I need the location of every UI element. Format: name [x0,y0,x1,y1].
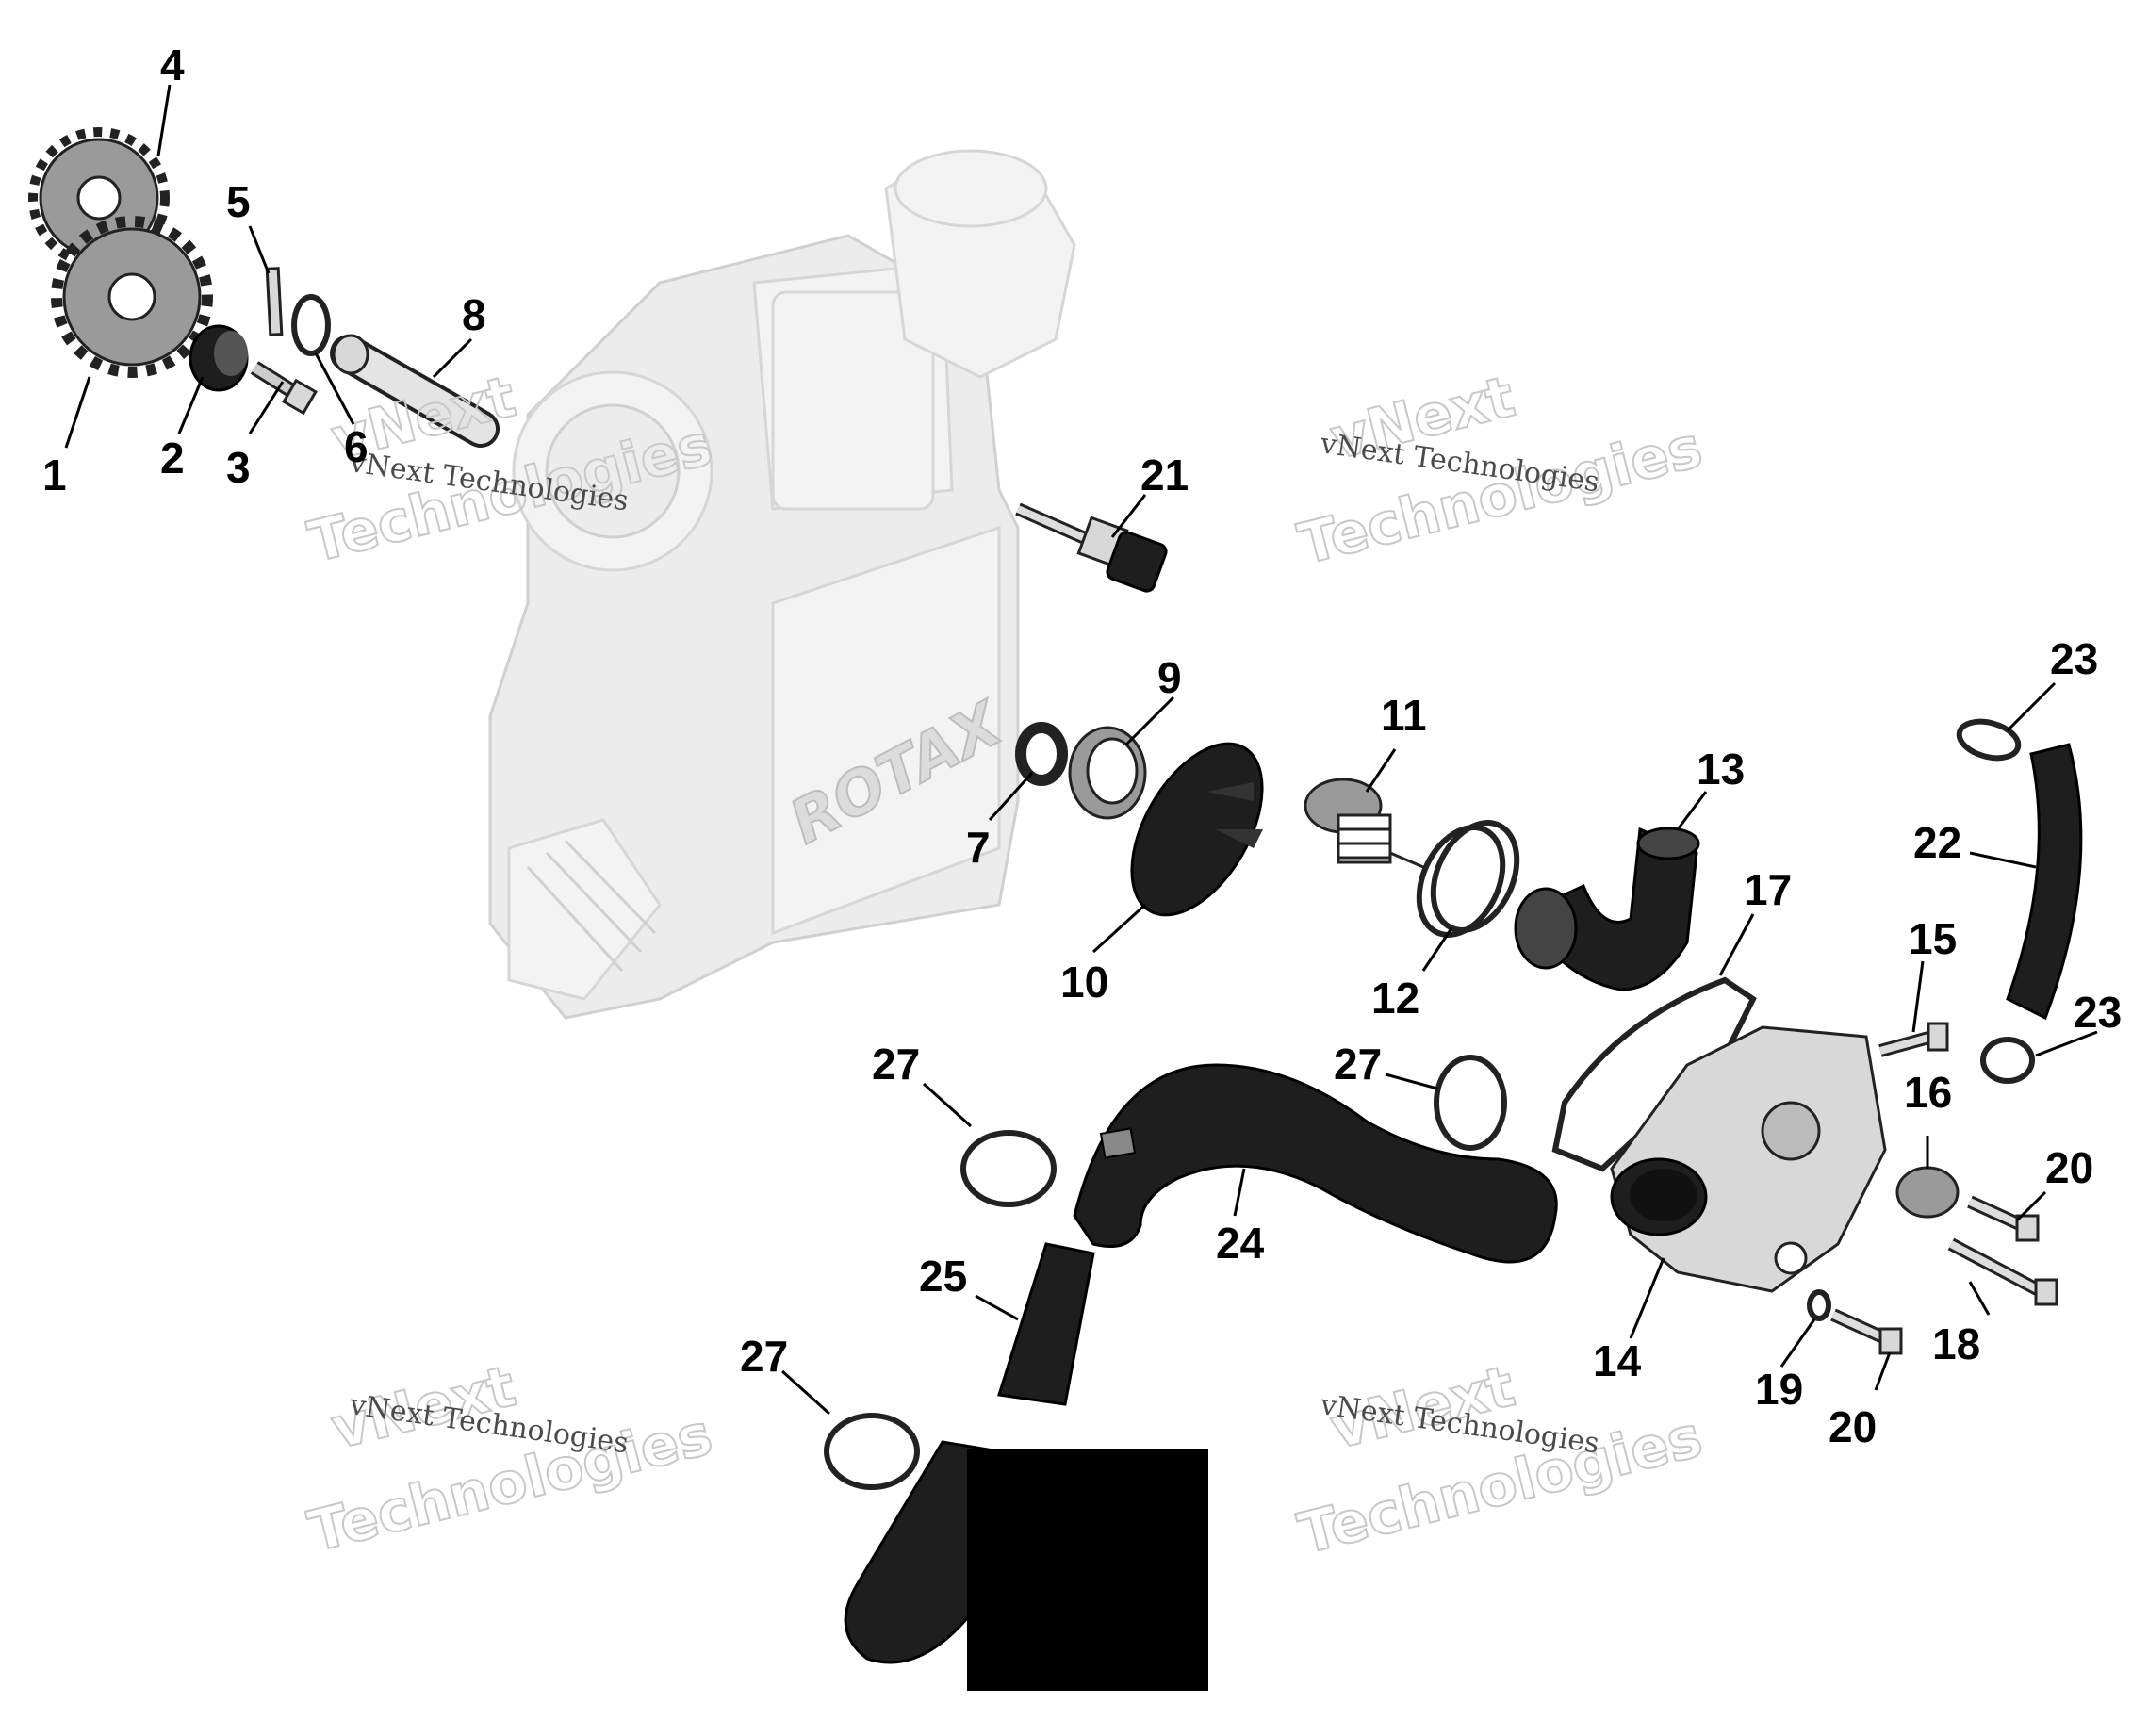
washer-19 [1807,1289,1831,1321]
callout-labels: 1 2 3 4 5 6 7 8 9 10 11 12 13 14 15 16 1… [42,41,2122,1451]
washer-6 [291,294,331,356]
impeller-10 [1130,742,1264,917]
o-ring-12 [1416,820,1520,938]
callout-4: 4 [160,41,185,90]
callout-19: 19 [1755,1365,1803,1414]
bushing-16 [1895,1166,1960,1219]
callout-27-bottom: 27 [740,1332,788,1381]
hose-clamp-23-top [1956,718,2022,762]
hose-clamp-27-middle [1434,1055,1507,1151]
callout-15: 15 [1909,914,1957,963]
callout-23-top: 23 [2050,634,2098,683]
hose-24 [1073,1063,1558,1264]
callout-3: 3 [226,443,251,492]
gear-1 [51,216,213,378]
callout-9: 9 [1157,653,1182,702]
callout-25: 25 [919,1252,967,1301]
callout-16: 16 [1904,1068,1952,1117]
callout-22: 22 [1913,818,1961,867]
callout-20-upper: 20 [2045,1143,2093,1192]
gasket-17 [1551,976,1757,1172]
callout-18: 18 [1932,1319,1980,1368]
callout-21: 21 [1140,450,1189,500]
callout-20-lower: 20 [1829,1402,1877,1451]
hose-lower [844,1440,1001,1664]
bolt-20-lower [1830,1308,1903,1355]
bolt-18 [1947,1237,2058,1306]
water-pump-housing-14 [1610,1025,1887,1293]
hose-clamp-27-bottom [824,1413,920,1490]
bolt-15 [1878,1022,1949,1057]
callout-23-bottom: 23 [2074,988,2122,1037]
engine-cover-ghost: ROTAX [488,149,1076,1020]
callout-8: 8 [462,290,486,339]
callout-27-left: 27 [872,1040,920,1089]
bushing-2 [189,324,249,392]
callout-2: 2 [160,434,185,483]
elbow-hose-13 [1514,827,1700,991]
hose-25 [997,1242,1095,1406]
callout-17: 17 [1744,865,1792,914]
leader-lines [64,84,2098,1416]
hose-clamp-23-bottom [1980,1037,2035,1084]
hose-22 [2006,743,2083,1021]
mechanical-seal-9 [1068,726,1147,820]
callout-14: 14 [1593,1336,1642,1385]
redaction-box [967,1449,1208,1691]
callout-11: 11 [1381,691,1427,740]
bolt-20-upper [1967,1195,2040,1242]
temperature-sensor-21 [1015,502,1168,593]
callout-12: 12 [1371,974,1419,1023]
bolt-3 [250,361,318,416]
seal-7 [1015,722,1068,786]
thermostat-11 [1304,778,1424,869]
callout-5: 5 [226,177,251,226]
gear-4 [28,127,170,269]
callout-13: 13 [1697,745,1745,794]
shaft-8 [330,334,500,448]
callout-6: 6 [344,422,369,471]
callout-24: 24 [1216,1219,1265,1268]
callout-7: 7 [966,823,991,872]
callout-10: 10 [1060,958,1108,1007]
hose-clamp-27-left [960,1130,1057,1207]
pin-5 [265,267,284,336]
callout-27-middle: 27 [1334,1040,1382,1089]
callout-1: 1 [42,450,67,500]
